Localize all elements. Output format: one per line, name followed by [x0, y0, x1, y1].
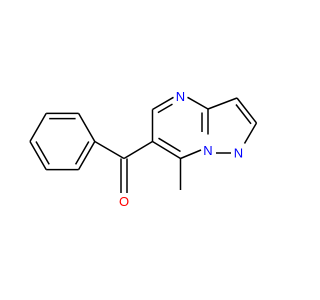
bond-pz-3	[243, 122, 258, 144]
bond-py-6-inner	[158, 137, 181, 153]
atom-n-pyrazole: N	[234, 146, 243, 161]
bond-pz-1	[207, 97, 238, 110]
bond-ph-6	[77, 141, 96, 170]
bond-ph-1	[77, 113, 96, 142]
bond-py-2-inner	[157, 103, 173, 114]
phenyl-ring	[29, 112, 96, 171]
bond-pz-2-inner	[235, 104, 252, 125]
bond-ph-6-inner	[74, 141, 90, 165]
carbonyl-group	[94, 140, 153, 193]
molecule-structure-diagram: N N N O	[29, 89, 258, 209]
bond-ph-3	[29, 113, 47, 142]
bond-carbonyl-ring	[123, 140, 153, 160]
bond-py-6	[152, 140, 181, 160]
pyrimidine-ring	[151, 96, 209, 160]
atom-o-carbonyl: O	[119, 194, 129, 209]
bond-ph-4-inner	[35, 141, 50, 165]
bond-pz-2	[236, 97, 258, 124]
atom-n-ring-top: N	[176, 89, 185, 104]
bond-py-3	[187, 96, 209, 110]
bond-py-2	[152, 96, 174, 111]
bond-ph-4	[29, 141, 47, 170]
pyrazole-ring	[207, 97, 258, 154]
bond-py-5	[180, 149, 202, 160]
bond-ph-carbonyl	[94, 140, 125, 160]
atom-n-bridge: N	[203, 143, 212, 158]
